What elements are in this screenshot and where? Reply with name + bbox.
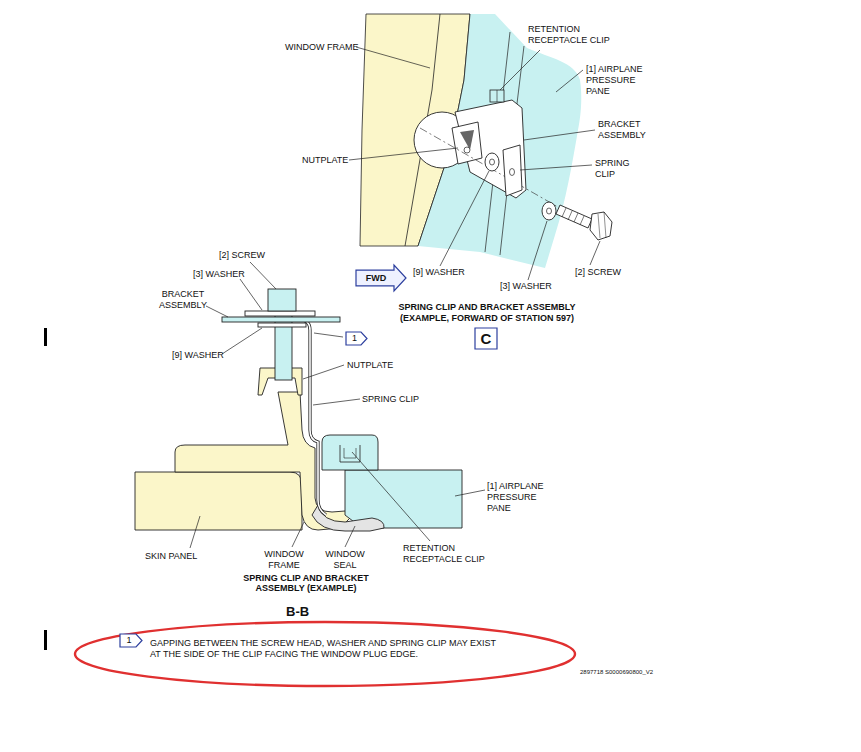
washer [542,202,556,220]
washer [485,153,499,171]
part-label: [3] WASHER [193,269,245,280]
part-label: [2] SCREW [575,267,621,278]
callout-flag: 1 [119,633,143,648]
part-label: NUTPLATE [302,155,348,166]
view-title: B-B [286,604,309,619]
bracket-flange [455,100,526,198]
node-shape [356,265,406,291]
illustration-part [344,448,356,458]
note-text: GAPPING BETWEEN THE SCREW HEAD, WASHER A… [150,638,500,660]
node-text: 1 [352,333,357,344]
illustration-part [510,169,515,176]
highlight-ellipse [75,622,575,686]
illustration-part [250,262,276,289]
illustration-part [500,50,540,90]
illustration-part [490,159,495,165]
illustration-part [349,148,458,160]
illustration-part [556,70,583,92]
skin-panel [135,472,302,530]
node-shape [346,332,367,345]
illustration-part [562,208,584,225]
illustration-part [303,365,344,379]
illustration-part [340,445,360,462]
change-bar [44,328,47,346]
leader-lines [349,47,600,280]
screw-head [268,289,296,311]
illustration-part [440,171,489,266]
nutplate [452,122,482,164]
pane-line [500,46,524,255]
illustration-part [206,306,228,317]
node-text: FWD [366,273,387,284]
illustration-part [524,130,595,140]
bracket [222,317,340,322]
view-c [349,14,612,280]
illustration-part [352,452,430,541]
part-label: RETENTION RECEPTACLE CLIP [403,543,503,565]
part-label: BRACKET ASSEMBLY [150,289,216,311]
window-seal [312,505,384,531]
part-label: SPRING CLIP [595,158,640,180]
part-label: [3] WASHER [500,281,552,292]
retention-clip [322,435,378,470]
node-text: C [481,330,492,347]
part-label: BRACKET ASSEMBLY [598,119,654,141]
illustration-part [300,320,326,515]
illustration-part [222,328,262,354]
part-label: [2] SCREW [219,250,265,261]
illustration-part [314,333,343,337]
change-bar [44,630,47,650]
drawing-number: 2897718 S0000690800_V2 [580,668,653,676]
part-label: SKIN PANEL [145,551,197,562]
part-label: WINDOW FRAME [258,549,310,571]
part-label: NUTPLATE [347,360,393,371]
spring-clip [503,145,522,196]
node-shape [475,328,497,349]
illustration-part [497,90,498,102]
part-label: WINDOW FRAME [285,42,359,53]
illustration-part [190,516,200,548]
illustration-part [345,526,355,547]
node-text: 1 [126,635,131,646]
part-label: [1] AIRPLANE PRESSURE PANE [487,481,555,514]
illustration-part [520,165,592,170]
part-label: [9] WASHER [172,350,224,361]
illustration-part [590,241,600,265]
part-label: [1] AIRPLANE PRESSURE PANE [586,64,654,97]
illustration-part [292,522,304,547]
screw-shank [556,205,592,228]
part-label: [9] WASHER [413,267,465,278]
callout-flag: 1 [345,331,368,346]
node-shape [120,634,142,647]
illustration-part [464,147,470,153]
illustration-part [547,208,552,214]
view-caption: SPRING CLIP AND BRACKET ASSEMBLY (EXAMPL… [240,573,372,593]
illustration-part [528,221,547,280]
illustration-part [240,279,262,310]
retention-clip [490,90,504,102]
illustration-part [455,490,485,496]
illustration-part [356,47,430,68]
washer [258,323,306,327]
part-label: RETENTION RECEPTACLE CLIP [528,24,628,46]
washer [245,311,315,316]
spring-clip [300,320,326,515]
screw-head [590,212,612,240]
illustration-part [598,212,606,238]
illustration-part [313,399,360,405]
view-letter-box: C [474,327,498,350]
forward-arrow: FWD [355,264,407,292]
part-label: SPRING CLIP [362,394,419,405]
part-label: WINDOW SEAL [324,549,366,571]
view-caption: SPRING CLIP AND BRACKET ASSEMBLY (EXAMPL… [378,302,596,324]
